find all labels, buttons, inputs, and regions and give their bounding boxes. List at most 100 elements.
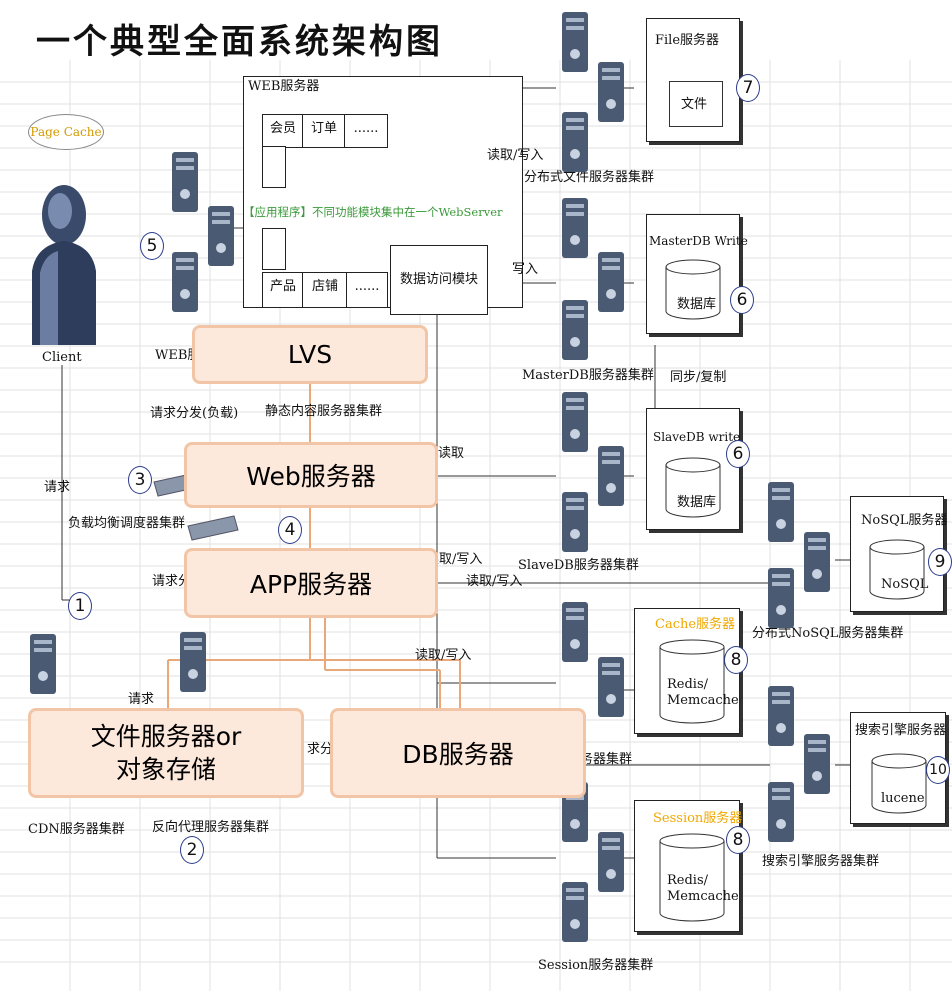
- more-modules-bottom: ......: [346, 272, 388, 308]
- nosql-title: NoSQL服务器: [861, 513, 948, 528]
- app-note: 【应用程序】不同功能模块集中在一个WebServer: [243, 205, 503, 219]
- request-label-a: 请求分: [152, 574, 192, 589]
- server-icon: [562, 882, 588, 942]
- master-db-label: 数据库: [677, 297, 717, 312]
- read-label: 读取: [438, 446, 465, 461]
- server-icon: [562, 112, 588, 172]
- master-db-box: MasterDB Write 数据库: [646, 214, 748, 334]
- session-cluster-label: Session服务器集群: [538, 958, 654, 973]
- sync-label: 同步/复制: [670, 370, 727, 385]
- server-icon: [562, 300, 588, 360]
- marker-8-session: 8: [726, 826, 750, 854]
- server-icon: [768, 686, 794, 746]
- nosql-server-box: NoSQL服务器 NoSQL: [850, 496, 948, 612]
- cache-title: Cache服务器: [655, 617, 736, 632]
- marker-10: 10: [926, 756, 950, 784]
- web-cluster-label: WEB服: [155, 348, 201, 363]
- server-icon: [804, 532, 830, 592]
- slave-cluster-label: SlaveDB服务器集群: [518, 558, 639, 573]
- marker-1: 1: [68, 592, 92, 620]
- server-icon: [562, 492, 588, 552]
- file-cluster-label: 分布式文件服务器集群: [524, 170, 655, 185]
- shop-module: 店铺: [302, 272, 348, 308]
- file-server-box: File服务器 文件: [646, 18, 740, 142]
- marker-5: 5: [140, 232, 164, 260]
- file-doc-label: 文件: [681, 97, 708, 112]
- marker-4: 4: [278, 516, 302, 544]
- more-modules-top: ......: [344, 114, 388, 148]
- app-server-block: APP服务器: [184, 548, 438, 618]
- client-person-icon: [32, 185, 96, 345]
- static-cluster-label: 静态内容服务器集群: [265, 404, 383, 419]
- marker-8-cache: 8: [724, 646, 748, 674]
- request-label-b: 请求: [128, 692, 155, 707]
- server-icon: [172, 152, 198, 212]
- database-cylinder-icon: [659, 639, 725, 724]
- marker-6-slave: 6: [726, 440, 750, 468]
- session-db-label: Redis/ Memcache: [667, 873, 739, 904]
- lb-cluster-label: 负载均衡调度器集群: [68, 516, 186, 531]
- write-label: 写入: [512, 262, 539, 277]
- server-icon: [598, 832, 624, 892]
- server-icon: [598, 657, 624, 717]
- member-module: 会员: [262, 114, 304, 148]
- web-server-block: Web服务器: [184, 442, 438, 508]
- search-cluster-label: 搜索引擎服务器集群: [762, 854, 880, 869]
- cache-db-label: Redis/ Memcache: [667, 677, 739, 708]
- document-icon: [669, 81, 723, 127]
- slave-db-label: 数据库: [677, 495, 717, 510]
- server-icon: [768, 782, 794, 842]
- server-icon: [768, 568, 794, 628]
- read-write-label-4: 读取/写入: [415, 648, 472, 663]
- server-icon: [208, 206, 234, 266]
- web-box-title: WEB服务器: [248, 79, 320, 94]
- page-cache-ellipse: Page Cache: [28, 114, 104, 150]
- product-module: 产品: [262, 272, 304, 308]
- marker-3: 3: [128, 466, 152, 494]
- server-icon: [172, 252, 198, 312]
- proxy-cluster-label: 反向代理服务器集群: [152, 820, 270, 835]
- database-cylinder-icon: [665, 457, 721, 518]
- client-label: Client: [42, 350, 82, 365]
- server-icon: [30, 634, 56, 694]
- database-cylinder-icon: [869, 539, 925, 600]
- database-cylinder-icon: [871, 753, 927, 814]
- cdn-cluster-label: CDN服务器集群: [28, 822, 125, 837]
- server-icon: [562, 602, 588, 662]
- slave-db-box: SlaveDB write 数据库: [646, 408, 740, 530]
- read-write-label-2: 读取/写入: [426, 552, 483, 567]
- marker-9: 9: [928, 548, 952, 576]
- session-server-box: Session服务器 Redis/ Memcache: [634, 800, 743, 932]
- master-db-title: MasterDB Write: [649, 234, 748, 248]
- database-cylinder-icon: [659, 833, 725, 922]
- cache-server-box: Cache服务器 Redis/ Memcache: [634, 608, 740, 734]
- marker-2: 2: [180, 836, 204, 864]
- read-write-label-1: 读取/写入: [487, 148, 544, 163]
- session-title: Session服务器: [653, 811, 743, 826]
- search-title: 搜索引擎服务器: [855, 723, 947, 738]
- request-label-c: 求分: [307, 742, 334, 757]
- order-module: 订单: [302, 114, 346, 148]
- marker-7: 7: [736, 74, 760, 102]
- nosql-db-label: NoSQL: [881, 577, 929, 592]
- file-server-title: File服务器: [655, 33, 720, 48]
- server-icon: [562, 12, 588, 72]
- search-db-label: lucene: [881, 791, 925, 806]
- nosql-cluster-label: 分布式NoSQL服务器集群: [752, 626, 904, 641]
- server-icon: [180, 632, 206, 692]
- db-server-block: DB服务器: [330, 708, 586, 798]
- server-icon: [562, 198, 588, 258]
- master-cluster-label: MasterDB服务器集群: [522, 368, 654, 383]
- side-slot-2: [262, 228, 286, 270]
- server-icon: [598, 62, 624, 122]
- lvs-block: LVS: [192, 325, 428, 384]
- server-icon: [598, 252, 624, 312]
- database-cylinder-icon: [665, 259, 721, 320]
- server-icon: [768, 482, 794, 542]
- read-write-label-3: 读取/写入: [466, 574, 523, 589]
- side-slot-1: [262, 146, 286, 188]
- server-icon: [562, 392, 588, 452]
- server-icon: [804, 734, 830, 794]
- server-icon: [598, 446, 624, 506]
- page-title: 一个典型全面系统架构图: [36, 22, 443, 62]
